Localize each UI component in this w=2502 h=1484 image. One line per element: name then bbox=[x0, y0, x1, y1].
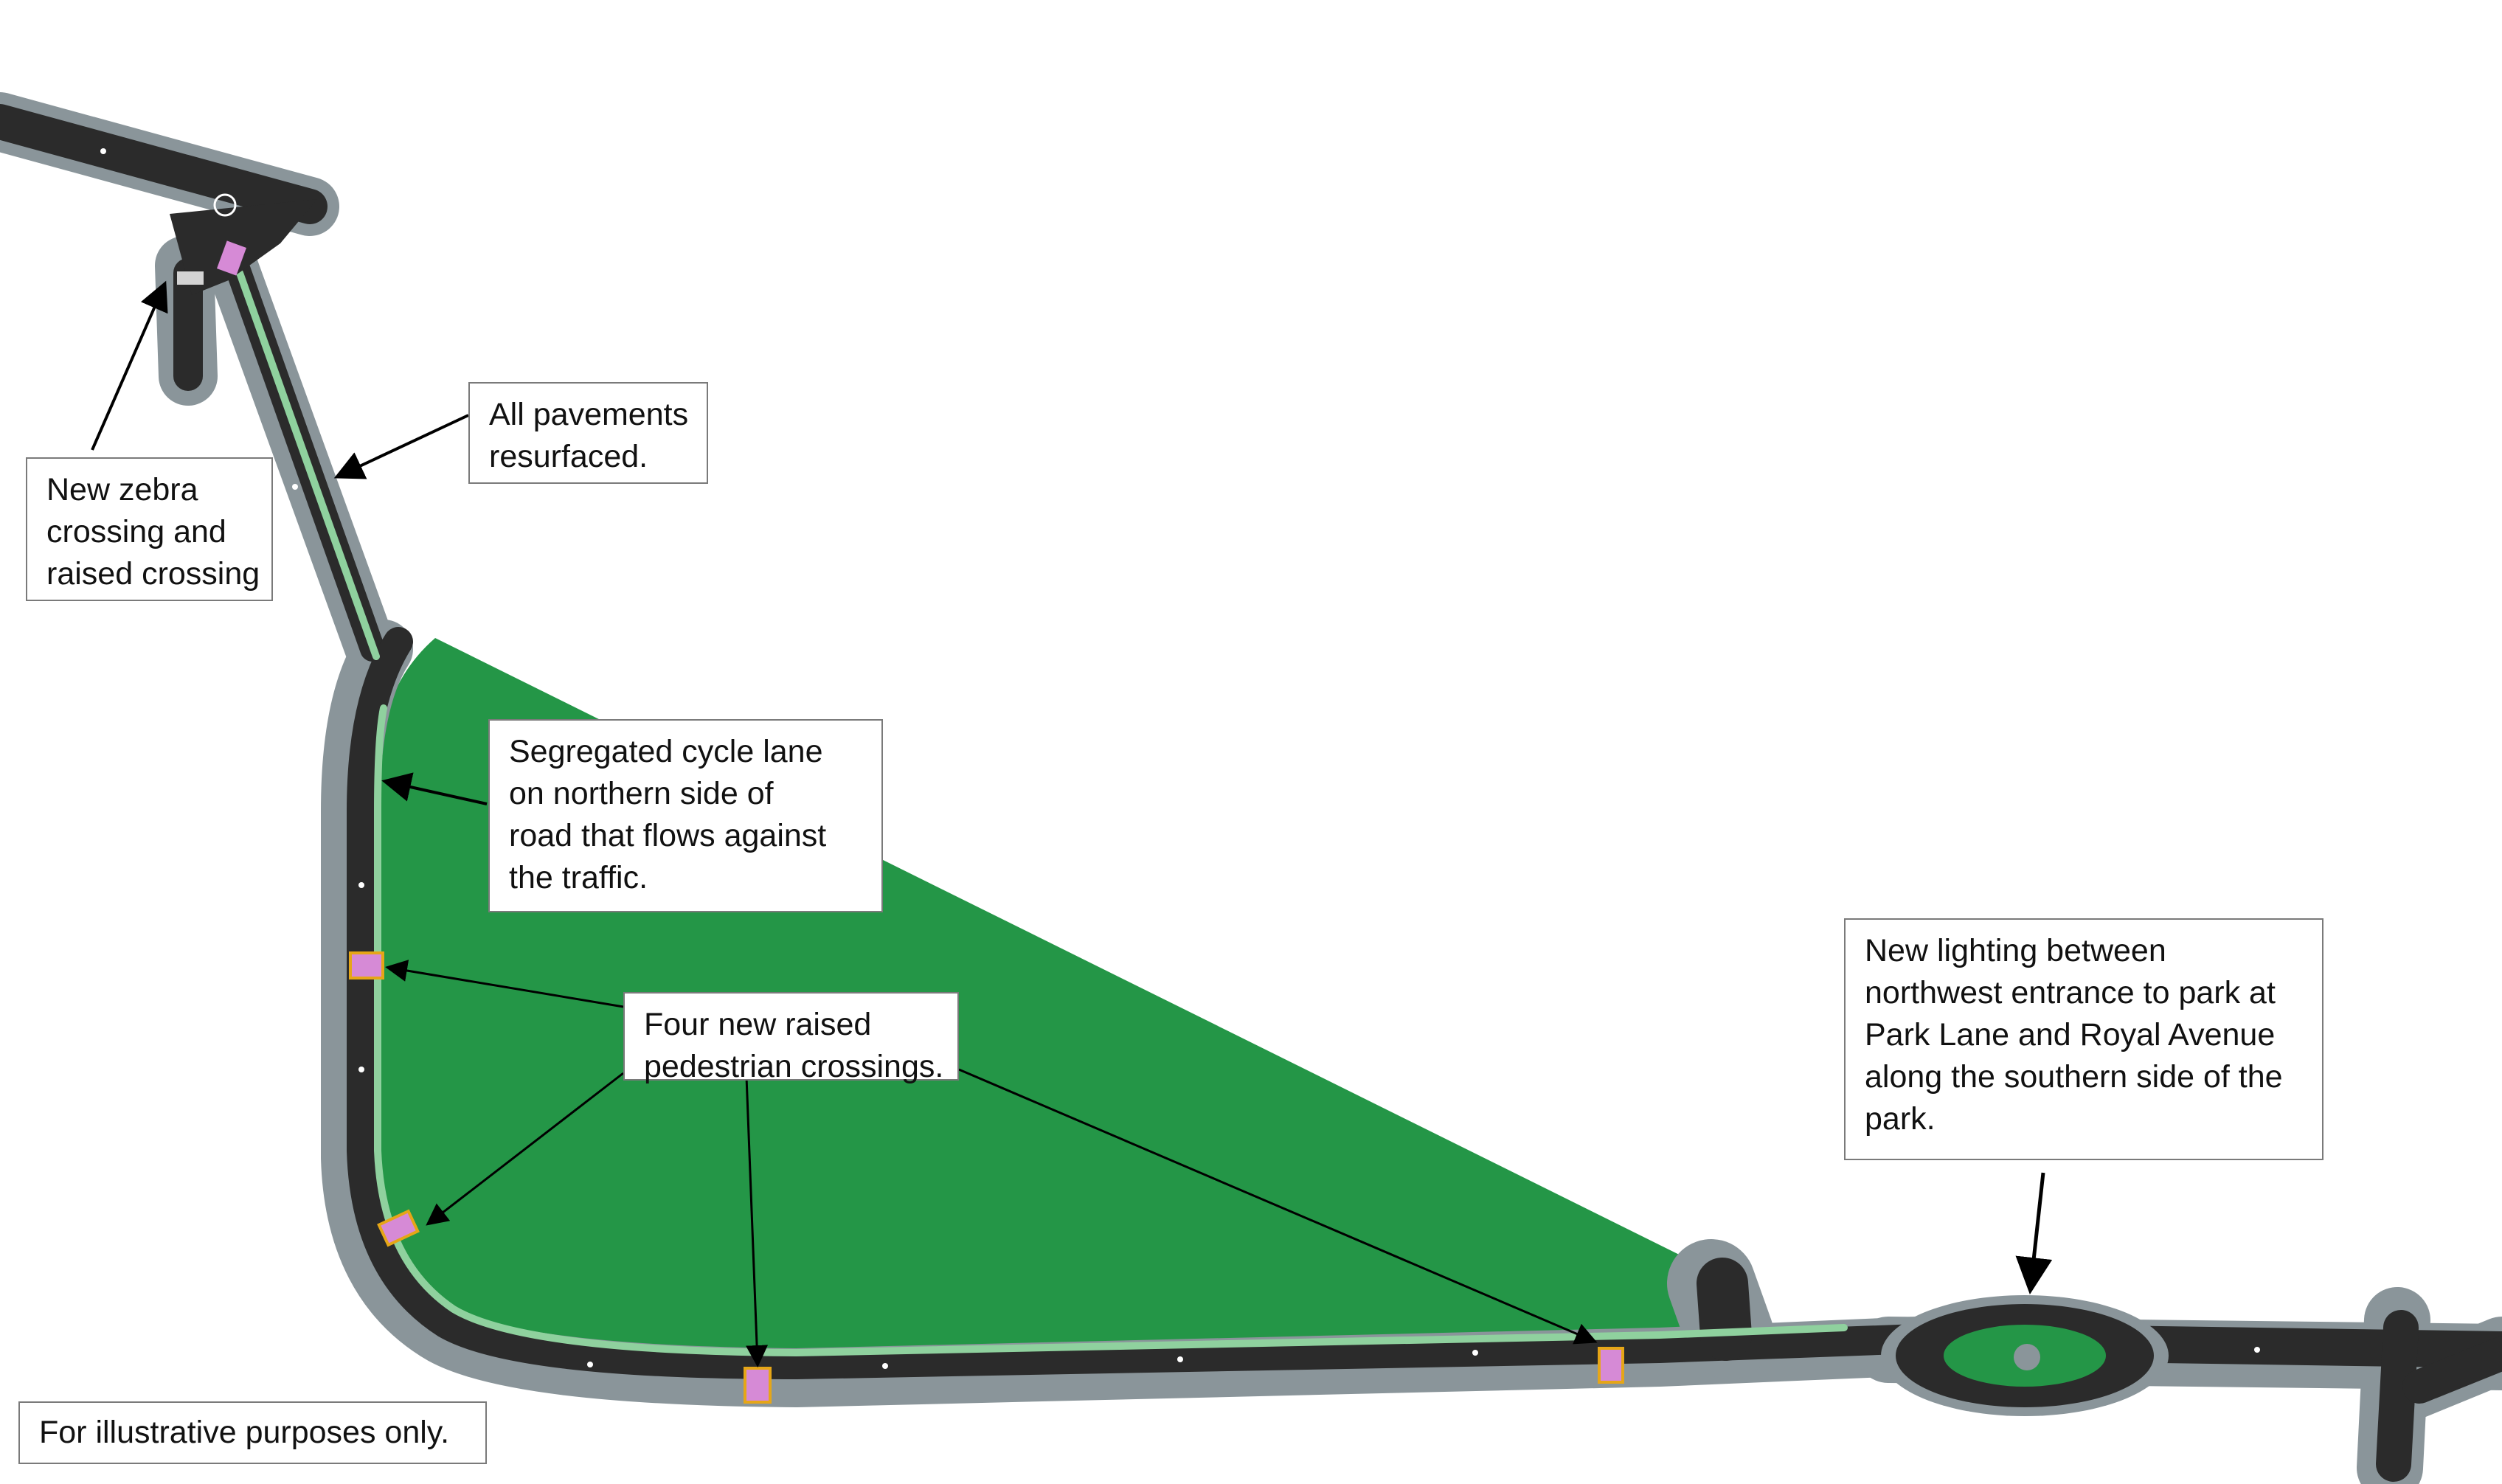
pavements-annotation: All pavements resurfaced. bbox=[468, 382, 708, 484]
annotation-line: All pavements bbox=[489, 397, 689, 432]
raised-crossing bbox=[377, 1209, 420, 1247]
callout-arrows bbox=[91, 280, 2053, 1367]
disclaimer: For illustrative purposes only. bbox=[18, 1401, 487, 1464]
roundabout bbox=[1881, 1295, 2169, 1416]
disclaimer-text: For illustrative purposes only. bbox=[39, 1415, 450, 1450]
annotation-line: Park Lane and Royal Avenue bbox=[1865, 1017, 2276, 1053]
nw-junction bbox=[170, 193, 317, 295]
arrow-crossing-2 bbox=[426, 1072, 624, 1226]
annotation-line: New lighting between bbox=[1865, 933, 2166, 968]
raised-crossing bbox=[349, 951, 384, 979]
cycle-lane bbox=[236, 269, 1848, 1356]
arrow-crossing-1 bbox=[385, 960, 624, 1008]
raised-crossing bbox=[1598, 1347, 1624, 1384]
arrow-crossing-3 bbox=[745, 1076, 769, 1367]
raised-crossing bbox=[744, 1367, 772, 1404]
arrow-cycle-lane bbox=[381, 772, 488, 805]
arrow-pavements bbox=[333, 414, 469, 479]
lighting-annotation: New lighting between northwest entrance … bbox=[1844, 918, 2323, 1160]
annotation-line: road that flows against bbox=[509, 818, 827, 853]
annotation-line: northwest entrance to park at bbox=[1865, 975, 2276, 1010]
road-markings bbox=[100, 148, 2260, 1369]
annotation-line: raised crossing bbox=[46, 556, 260, 592]
annotation-line: on northern side of bbox=[509, 776, 774, 811]
annotation-line: resurfaced. bbox=[489, 439, 648, 474]
annotation-line: park. bbox=[1865, 1101, 1936, 1137]
arrow-crossing-4 bbox=[958, 1068, 1598, 1345]
annotation-line: New zebra bbox=[46, 472, 198, 507]
annotation-line: Four new raised bbox=[644, 1007, 872, 1042]
raised-crossings-annotation: Four new raised pedestrian crossings. bbox=[623, 992, 959, 1084]
arrow-zebra bbox=[91, 280, 168, 451]
cycle-lane-annotation: Segregated cycle lane on northern side o… bbox=[488, 719, 883, 912]
raised-crossings bbox=[349, 951, 1624, 1404]
annotation-line: pedestrian crossings. bbox=[644, 1049, 944, 1084]
annotation-line: along the southern side of the bbox=[1865, 1059, 2283, 1095]
zebra-crossing-annotation: New zebra crossing and raised crossing bbox=[26, 457, 273, 601]
annotation-line: Segregated cycle lane bbox=[509, 734, 823, 769]
arrow-lighting bbox=[2015, 1172, 2053, 1294]
annotation-line: the traffic. bbox=[509, 860, 648, 895]
annotation-line: crossing and bbox=[46, 514, 226, 549]
